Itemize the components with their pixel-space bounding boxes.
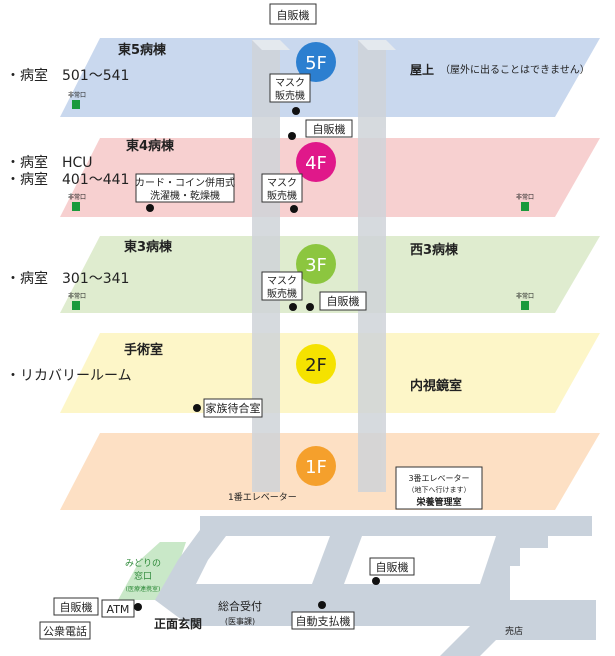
walkway-shop-arm [470, 600, 596, 640]
floor3-exit-left-icon [72, 301, 80, 310]
floor3-mask-vending-dot [289, 303, 297, 311]
midori-window-label-1: みどりの [125, 558, 161, 569]
svg-text:自販機: 自販機 [277, 8, 310, 22]
floor3-exit-right-icon [521, 301, 529, 310]
floor3-vending-dot [306, 303, 314, 311]
elevator-shaft-left-top [252, 40, 290, 50]
ground-vending-left: 自販機 [53, 597, 99, 616]
elevator-shaft-right-top [358, 40, 396, 50]
floor4-laundry: カード・コイン併用式 洗濯機・乾燥機 [135, 173, 235, 203]
floor5-roof-label: 屋上 [410, 62, 434, 77]
floor4-exit-left-label: 非常口 [68, 193, 86, 201]
svg-text:ATM: ATM [107, 603, 130, 616]
floor2-surgery-label: 手術室 [124, 342, 163, 358]
ground-atm: ATM [101, 599, 135, 618]
svg-text:4F: 4F [305, 153, 327, 174]
floor5-mask-vending: マスク 販売機 [269, 73, 311, 103]
svg-text:自販機: 自販機 [327, 294, 360, 308]
svg-text:5F: 5F [305, 53, 327, 74]
svg-text:（地下へ行けます）: （地下へ行けます） [408, 485, 471, 494]
floor5-mask-vending-dot [292, 107, 300, 115]
ground-public-phone: 公衆電話 [39, 621, 91, 640]
floor3-exit-left-label: 非常口 [68, 292, 86, 300]
floor2-family-waiting: 家族待合室 [203, 398, 263, 418]
elevator-shaft-right [358, 40, 386, 492]
svg-text:2F: 2F [305, 355, 327, 376]
floor5-roof-note: （屋外に出ることはできません） [440, 63, 590, 76]
ground-floor [118, 516, 596, 656]
midori-window-area [118, 542, 186, 600]
walkway-inner-hole-1 [196, 536, 330, 584]
floor3-mask-vending: マスク 販売機 [261, 271, 303, 301]
floor2-family-dot [193, 404, 201, 412]
svg-text:栄養管理室: 栄養管理室 [415, 496, 461, 508]
elevator-shaft-left [252, 40, 280, 492]
ground-payment-dot [318, 601, 326, 609]
floor4-exit-right-label: 非常口 [516, 193, 534, 201]
floor-badge-3f[interactable]: 3F [296, 244, 336, 284]
svg-text:販売機: 販売機 [275, 89, 305, 102]
svg-text:販売機: 販売機 [267, 189, 297, 202]
walkway-inner-hole-2 [344, 536, 496, 584]
svg-text:マスク: マスク [267, 177, 297, 189]
floor4-building-label: 東4病棟 [126, 138, 175, 154]
ground-vending-right: 自販機 [369, 557, 415, 576]
floor5-exit-label: 非常口 [68, 91, 86, 99]
floor4-mask-vending-dot [290, 205, 298, 213]
floor3-building-label: 東3病棟 [124, 239, 173, 255]
floor1-elevator3-box: 3番エレベーター （地下へ行けます） 栄養管理室 [395, 466, 483, 510]
svg-text:自販機: 自販機 [376, 560, 409, 574]
svg-text:販売機: 販売機 [267, 287, 297, 300]
svg-text:3番エレベーター: 3番エレベーター [408, 473, 469, 483]
floor1-elevator1-label: 1番エレベーター [228, 491, 297, 503]
floor-badge-1f[interactable]: 1F [296, 446, 336, 486]
ground-reception-label: 総合受付 [218, 599, 262, 613]
svg-text:自動支払機: 自動支払機 [296, 614, 351, 628]
vending-top: 自販機 [269, 3, 317, 25]
ground-shop-label: 売店 [505, 625, 523, 637]
svg-text:自販機: 自販機 [60, 600, 93, 614]
floor5-rooms-label: ・病室 501〜541 [6, 67, 129, 84]
floor4-vending-dot [288, 132, 296, 140]
floor4-exit-left-icon [72, 202, 80, 211]
ground-reception-sub: (医事課) [225, 616, 255, 626]
svg-text:1F: 1F [305, 457, 327, 478]
floor2-endoscopy-label: 内視鏡室 [410, 378, 462, 394]
floor3-vending: 自販機 [319, 291, 367, 311]
floor-badge-5f[interactable]: 5F [296, 42, 336, 82]
svg-text:マスク: マスク [267, 275, 297, 287]
floor-badge-2f[interactable]: 2F [296, 344, 336, 384]
midori-window-label-2: 窓口 [134, 570, 152, 582]
floor3-west-label: 西3病棟 [410, 242, 459, 258]
svg-text:家族待合室: 家族待合室 [206, 401, 261, 415]
floor3-exit-right-label: 非常口 [516, 292, 534, 300]
floor2-recovery-label: ・リカバリールーム [6, 368, 132, 384]
floor-badge-4f[interactable]: 4F [296, 142, 336, 182]
floor4-laundry-dot [146, 204, 154, 212]
midori-window-label-3: (医療連携室) [126, 585, 161, 593]
floor-5-plate [60, 38, 600, 117]
svg-text:公衆電話: 公衆電話 [43, 624, 87, 638]
floor4-mask-vending: マスク 販売機 [261, 173, 303, 203]
ground-entrance-label: 正面玄関 [154, 616, 202, 631]
ground-atm-dot [134, 603, 142, 611]
floor4-rooms-hcu: ・病室 HCU [6, 154, 93, 171]
ground-payment-machine: 自動支払機 [291, 611, 355, 630]
floor4-vending: 自販機 [305, 119, 353, 138]
svg-text:3F: 3F [305, 255, 327, 276]
floor5-exit-icon [72, 100, 80, 109]
svg-text:自販機: 自販機 [313, 122, 346, 136]
floor4-exit-right-icon [521, 202, 529, 211]
svg-text:洗濯機・乾燥機: 洗濯機・乾燥機 [150, 189, 220, 202]
floor4-rooms-401: ・病室 401〜441 [6, 171, 129, 188]
ground-vending-right-dot [372, 577, 380, 585]
floor5-building-label: 東5病棟 [118, 42, 167, 58]
svg-text:マスク: マスク [275, 77, 305, 89]
floor3-rooms-label: ・病室 301〜341 [6, 270, 129, 287]
svg-text:カード・コイン併用式: カード・コイン併用式 [135, 176, 235, 189]
